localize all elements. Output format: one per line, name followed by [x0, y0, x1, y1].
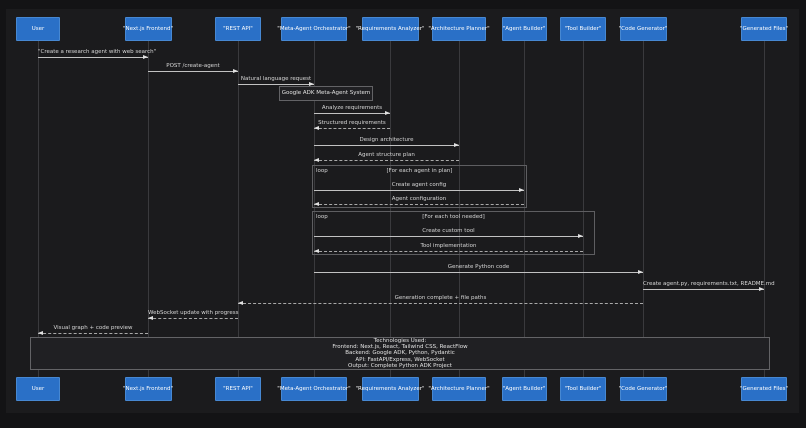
- loop-frame-0: loop [For each agent in plan]: [312, 165, 527, 208]
- lifeline-8: [643, 41, 644, 377]
- actor-box-bottom-0: User: [16, 377, 60, 401]
- message-line-0: [38, 57, 148, 58]
- lifeline-4: [390, 41, 391, 377]
- lifeline-1: [148, 41, 149, 377]
- message-line-12: [643, 289, 764, 290]
- message-line-11: [314, 272, 643, 273]
- message-line-5: [314, 145, 459, 146]
- actor-box-top-9: "Generated Files": [740, 17, 788, 41]
- lifeline-7: [583, 41, 584, 377]
- actor-box-top-6: "Agent Builder": [501, 17, 547, 41]
- message-arrowhead-10: [314, 249, 319, 253]
- message-arrowhead-9: [578, 234, 583, 238]
- message-line-13: [238, 303, 643, 304]
- message-arrowhead-5: [454, 143, 459, 147]
- actor-box-bottom-4: "Requirements Analyzer": [356, 377, 425, 401]
- message-line-1: [148, 71, 238, 72]
- message-line-10: [314, 251, 583, 252]
- message-label-9: Create custom tool: [422, 228, 475, 234]
- lifeline-3: [314, 41, 315, 377]
- actor-box-top-8: "Code Generator": [619, 17, 667, 41]
- message-line-2: [238, 84, 314, 85]
- message-arrowhead-13: [238, 301, 243, 305]
- lifeline-2: [238, 41, 239, 377]
- loop-condition-1: [For each tool needed]: [422, 214, 485, 220]
- actor-box-bottom-8: "Code Generator": [619, 377, 667, 401]
- message-line-14: [148, 318, 238, 319]
- lifeline-5: [459, 41, 460, 377]
- lifeline-9: [764, 41, 765, 377]
- message-label-2: Natural language request: [240, 76, 312, 82]
- message-line-9: [314, 236, 583, 237]
- message-label-13: Generation complete + file paths: [394, 295, 487, 301]
- loop-frame-1: loop [For each tool needed]: [312, 211, 595, 255]
- note-1-line-1: Frontend: Next.js, React, Tailwind CSS, …: [332, 344, 468, 351]
- message-label-10: Tool implementation: [420, 243, 477, 249]
- message-line-15: [38, 333, 148, 334]
- message-line-6: [314, 160, 459, 161]
- message-arrowhead-14: [148, 316, 153, 320]
- message-line-8: [314, 204, 524, 205]
- message-arrowhead-8: [314, 202, 319, 206]
- message-label-12: Create agent.py, requirements.txt, READM…: [643, 281, 775, 287]
- message-label-5: Design architecture: [359, 137, 414, 143]
- message-label-14: WebSocket update with progress: [148, 310, 239, 316]
- note-1-line-3: API: FastAPI/Express, WebSocket: [355, 356, 445, 363]
- note-1: Technologies Used:Frontend: Next.js, Rea…: [30, 337, 770, 370]
- lifeline-6: [524, 41, 525, 377]
- note-1-line-0: Technologies Used:: [373, 337, 427, 344]
- actor-box-bottom-3: "Meta-Agent Orchestrator": [277, 377, 351, 401]
- actor-box-top-3: "Meta-Agent Orchestrator": [277, 17, 351, 41]
- message-label-6: Agent structure plan: [358, 152, 415, 158]
- loop-condition-0: [For each agent in plan]: [386, 168, 453, 174]
- actor-box-bottom-1: "Next.js Frontend": [123, 377, 173, 401]
- message-arrowhead-12: [759, 287, 764, 291]
- actor-box-top-0: User: [16, 17, 60, 41]
- message-arrowhead-15: [38, 331, 43, 335]
- note-1-line-4: Output: Complete Python ADK Project: [348, 362, 452, 369]
- message-arrowhead-7: [519, 188, 524, 192]
- message-label-4: Structured requirements: [318, 120, 386, 126]
- actor-box-bottom-5: "Architecture Planner": [428, 377, 490, 401]
- message-label-7: Create agent config: [391, 182, 447, 188]
- message-label-3: Analyze requirements: [321, 105, 383, 111]
- actor-box-bottom-2: "REST API": [215, 377, 261, 401]
- message-label-8: Agent configuration: [391, 196, 447, 202]
- message-arrowhead-4: [314, 126, 319, 130]
- message-line-4: [314, 128, 390, 129]
- actor-box-top-4: "Requirements Analyzer": [356, 17, 425, 41]
- message-arrowhead-1: [233, 69, 238, 73]
- message-arrowhead-2: [309, 82, 314, 86]
- actor-box-bottom-7: "Tool Builder": [560, 377, 606, 401]
- actor-box-top-7: "Tool Builder": [560, 17, 606, 41]
- note-1-line-2: Backend: Google ADK, Python, Pydantic: [345, 350, 455, 357]
- message-label-1: POST /create-agent: [166, 63, 220, 69]
- message-line-3: [314, 113, 390, 114]
- actor-box-top-5: "Architecture Planner": [428, 17, 490, 41]
- actor-box-top-1: "Next.js Frontend": [123, 17, 173, 41]
- message-arrowhead-11: [638, 270, 643, 274]
- message-arrowhead-0: [143, 55, 148, 59]
- note-0: Google ADK Meta-Agent System: [279, 86, 373, 101]
- note-0-line-0: Google ADK Meta-Agent System: [281, 90, 371, 97]
- message-line-7: [314, 190, 524, 191]
- message-arrowhead-3: [385, 111, 390, 115]
- actor-box-bottom-9: "Generated Files": [740, 377, 788, 401]
- loop-label-0: loop: [316, 168, 328, 174]
- actor-box-bottom-6: "Agent Builder": [501, 377, 547, 401]
- message-label-15: Visual graph + code preview: [53, 325, 133, 331]
- lifeline-0: [38, 41, 39, 377]
- message-label-11: Generate Python code: [447, 264, 510, 270]
- actor-box-top-2: "REST API": [215, 17, 261, 41]
- message-label-0: "Create a research agent with web search…: [38, 49, 157, 55]
- message-arrowhead-6: [314, 158, 319, 162]
- loop-label-1: loop: [316, 214, 328, 220]
